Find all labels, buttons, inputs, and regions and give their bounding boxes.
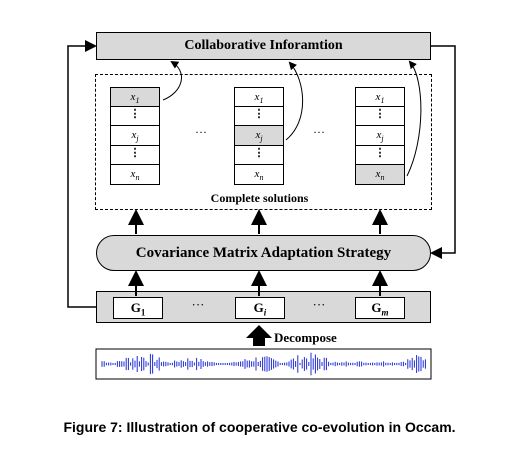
collaborative-information-label: Collaborative Inforamtion [184,38,343,53]
cma-strategy-box: Covariance Matrix Adaptation Strategy [96,235,431,271]
group-ellipsis-2: ··· [312,297,326,312]
cma-strategy-label: Covariance Matrix Adaptation Strategy [135,245,392,261]
group-gm: Gm [355,297,405,319]
solution-cell: x1 [234,87,284,107]
solution-cell: ⋮ [234,106,284,126]
group-gm-label: Gm [371,300,389,318]
solution-cell: xj [234,126,284,146]
solution-cell: ⋮ [355,145,405,165]
solution-cell: ⋮ [355,106,405,126]
solution-cell: ⋮ [110,145,160,165]
figure-caption: Figure 7: Illustration of cooperative co… [63,419,456,435]
solution-column-3: x1⋮xj⋮xn [355,87,405,185]
solution-column-2: x1⋮xj⋮xn [234,87,284,185]
curve-arrow-3 [406,60,422,177]
group-g1-label: G1 [130,300,146,318]
decompose-label: Decompose [274,330,337,345]
solution-cell: ⋮ [110,106,160,126]
group-gi: Gi [235,297,285,319]
group-g1: G1 [113,297,163,319]
solution-cell: x1 [110,87,160,107]
column-ellipsis-1: ··· [195,125,207,139]
curve-arrow-1 [162,60,182,101]
solution-column-1: x1⋮xj⋮xn [110,87,160,185]
decompose-arrow [246,325,272,346]
solution-cell: ⋮ [234,145,284,165]
group-ellipsis-1: ··· [191,297,205,312]
complete-solutions-label: Complete solutions [210,191,309,205]
right-feedback-arrow [430,45,456,259]
solution-cell: x1 [355,87,405,107]
collaborative-information-box: Collaborative Inforamtion [96,32,431,60]
solution-cell: xn [355,165,405,185]
solution-cell: xj [355,126,405,146]
solution-cell: xn [234,165,284,185]
waveform-icon [101,352,426,376]
group-gi-label: Gi [253,300,267,318]
solution-cell: xn [110,165,160,185]
curve-arrow-2 [285,61,304,141]
left-feedback-arrow [67,40,97,308]
column-ellipsis-2: ··· [313,125,325,139]
solution-cell: xj [110,126,160,146]
